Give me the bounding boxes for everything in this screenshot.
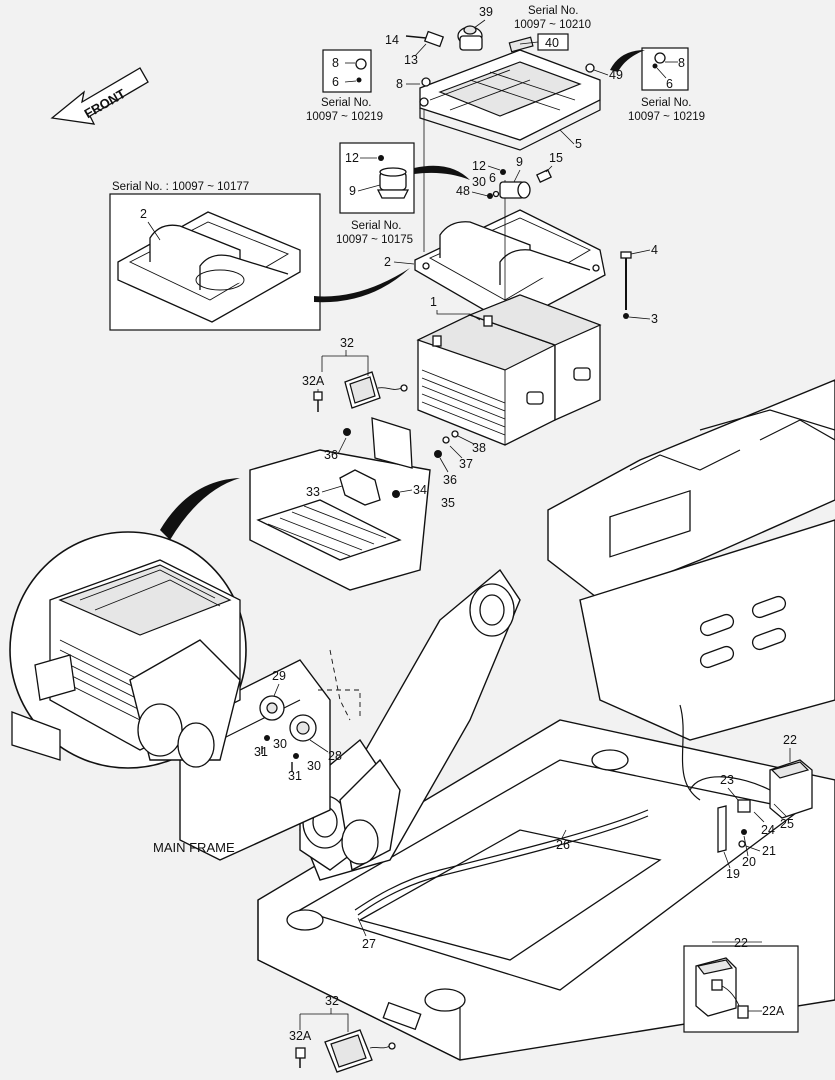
callout-35: 35	[441, 496, 455, 510]
callout-38: 38	[472, 441, 486, 455]
callout-8-right: 8	[678, 56, 685, 70]
serial-right-title: Serial No.	[641, 97, 692, 109]
callout-32A-lower: 32A	[289, 1029, 312, 1043]
callout-30-relay: 30	[472, 175, 486, 189]
callout-6-relay: 6	[489, 171, 496, 185]
serial-box-holder: Serial No. : 10097 ~ 10177 2	[109, 181, 410, 331]
callout-22-detail: 22	[734, 936, 748, 950]
serial-relay-title: Serial No.	[351, 220, 402, 232]
callout-3: 3	[651, 312, 658, 326]
callout-6: 6	[332, 75, 339, 89]
callout-2-detail: 2	[140, 207, 147, 221]
callout-26: 26	[556, 838, 570, 852]
callout-31-a: 31	[254, 745, 268, 759]
front-arrow: FRONT	[50, 67, 149, 125]
callout-8: 8	[332, 56, 339, 70]
serial-right-range: 10097 ~ 10219	[628, 111, 705, 123]
serial-top-title: Serial No.	[528, 5, 579, 17]
callout-9-relay: 9	[516, 155, 523, 169]
callout-6-right: 6	[666, 77, 673, 91]
callout-40: 40	[545, 36, 559, 50]
callout-22A: 22A	[762, 1004, 785, 1018]
serial-box-left: 8 6 Serial No. 10097 ~ 10219	[306, 49, 383, 123]
callout-8-cover: 8	[396, 77, 403, 91]
battery-cover	[419, 49, 601, 151]
callout-36-left: 36	[324, 448, 338, 462]
frame-slots	[699, 595, 787, 669]
callout-19: 19	[726, 867, 740, 881]
callout-30-b: 30	[307, 759, 321, 773]
callout-33: 33	[306, 485, 320, 499]
callout-30-a: 30	[273, 737, 287, 751]
serial-left-title: Serial No.	[321, 97, 372, 109]
callout-32-lower: 32	[325, 994, 339, 1008]
batteries	[416, 294, 602, 446]
serial-box-top: Serial No. 10097 ~ 10210 40	[514, 5, 591, 51]
callout-12-relay: 12	[472, 159, 486, 173]
washer-detail-box: 22A	[683, 945, 799, 1033]
lamp-bracket	[339, 417, 459, 506]
battery-holder	[414, 209, 606, 326]
callout-36-right: 36	[443, 473, 457, 487]
callout-9: 9	[349, 184, 356, 198]
callout-23: 23	[720, 773, 734, 787]
serial-top-range: 10097 ~ 10210	[514, 19, 591, 31]
callout-34: 34	[413, 483, 427, 497]
long-bolt	[620, 251, 632, 319]
callout-15: 15	[549, 151, 563, 165]
callout-29: 29	[272, 669, 286, 683]
callout-14: 14	[385, 33, 399, 47]
callout-5: 5	[575, 137, 582, 151]
serial-holder-title: Serial No. : 10097 ~ 10177	[112, 181, 249, 193]
callout-21: 21	[762, 844, 776, 858]
horns	[259, 695, 317, 772]
master-switch	[405, 25, 595, 87]
callout-32A: 32A	[302, 374, 325, 388]
battery-relay	[487, 168, 552, 199]
serial-box-relay: 12 9 Serial No. 10097 ~ 10175	[336, 142, 470, 246]
work-lamp-upper	[313, 371, 408, 412]
callouts: 39 14 13 8 49 5 12 9 15 30 6 48 2 4 3	[254, 5, 797, 1043]
callout-48: 48	[456, 184, 470, 198]
callout-25: 25	[780, 817, 794, 831]
callout-20: 20	[742, 855, 756, 869]
callout-1: 1	[430, 295, 437, 309]
callout-13: 13	[404, 53, 418, 67]
callout-12: 12	[345, 151, 359, 165]
serial-relay-range: 10097 ~ 10175	[336, 234, 413, 246]
detail-view-circle	[9, 478, 247, 769]
callout-49: 49	[609, 68, 623, 82]
callout-2: 2	[384, 255, 391, 269]
callout-32: 32	[340, 336, 354, 350]
work-lamp-lower	[295, 1029, 396, 1073]
callout-4: 4	[651, 243, 658, 257]
callout-39: 39	[479, 5, 493, 19]
serial-left-range: 10097 ~ 10219	[306, 111, 383, 123]
callout-27: 27	[362, 937, 376, 951]
callout-28: 28	[328, 749, 342, 763]
callout-22: 22	[783, 733, 797, 747]
callout-37: 37	[459, 457, 473, 471]
serial-box-right: 8 6 Serial No. 10097 ~ 10219	[610, 47, 705, 123]
washer-tank	[689, 759, 813, 853]
callout-24: 24	[761, 823, 775, 837]
main-frame-label: MAIN FRAME	[153, 840, 235, 855]
callout-31-b: 31	[288, 769, 302, 783]
